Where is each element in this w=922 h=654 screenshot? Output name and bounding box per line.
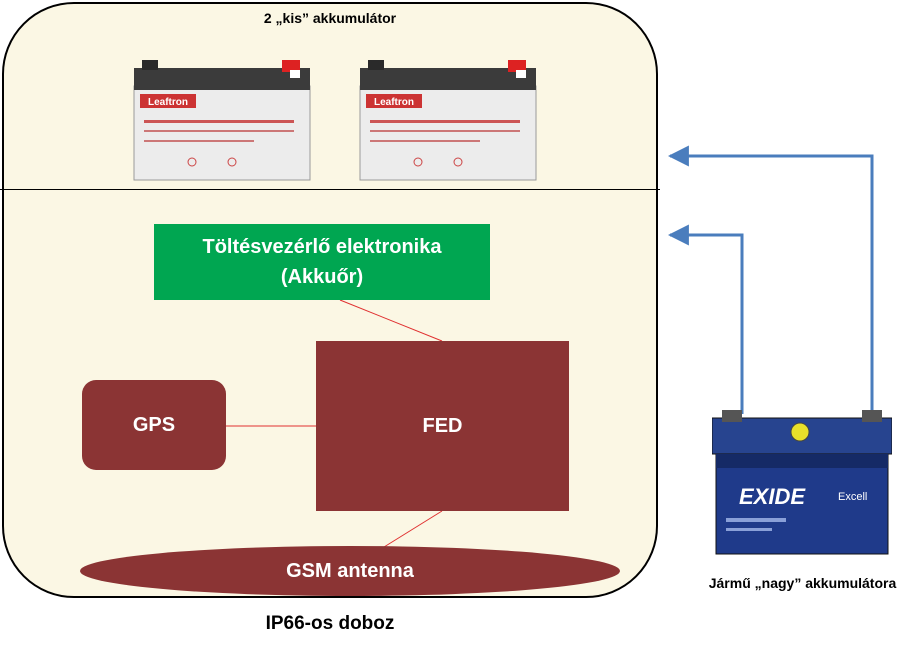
charge-controller-title: Töltésvezérlő elektronika xyxy=(202,236,442,258)
small-battery-brand: Leaftron xyxy=(148,97,188,108)
charger-fed-connector xyxy=(339,299,443,342)
gsm-label: GSM antenna xyxy=(286,559,414,582)
arrow-icon xyxy=(667,145,874,414)
charge-controller-subtitle: (Akkuőr) xyxy=(280,266,364,288)
arrow-icon xyxy=(667,224,744,414)
small-batteries-label: 2 „kis” akkumulátor xyxy=(263,10,397,26)
car-battery-brand: EXIDE xyxy=(739,484,806,509)
gsm-antenna: GSM antenna xyxy=(80,546,620,596)
small-battery-icon: Leaftron xyxy=(133,60,311,181)
car-battery-icon: EXIDE Excell xyxy=(712,410,892,555)
gps-module: GPS xyxy=(82,380,226,470)
gps-label: GPS xyxy=(132,413,176,436)
car-battery-model: Excell xyxy=(838,491,867,503)
charge-controller-box: Töltésvezérlő elektronika (Akkuőr) xyxy=(154,224,490,300)
fed-gsm-connector xyxy=(383,510,443,548)
enclosure-label: IP66-os doboz xyxy=(265,613,395,634)
compartment-divider xyxy=(0,189,660,190)
car-battery-label: Jármű „nagy” akkumulátora xyxy=(708,575,897,591)
small-battery-brand: Leaftron xyxy=(374,97,414,108)
small-battery-icon: Leaftron xyxy=(359,60,537,181)
fed-label: FED xyxy=(422,414,463,437)
fed-module: FED xyxy=(316,341,569,511)
